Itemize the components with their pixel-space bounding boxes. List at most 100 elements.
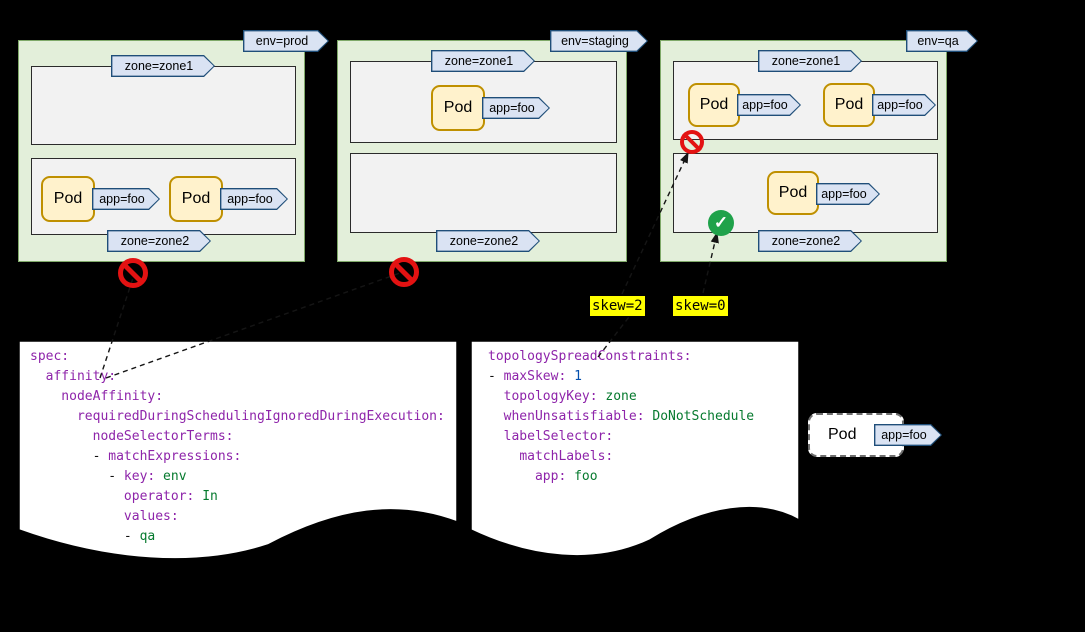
- tag-text: app=foo: [489, 101, 535, 115]
- yaml-token: affinity:: [30, 369, 117, 384]
- tag-text: env=qa: [917, 34, 959, 48]
- yaml-token: -: [30, 529, 140, 544]
- pending-pod-app-tag: app=foo: [874, 424, 942, 446]
- yaml-token: foo: [566, 469, 598, 484]
- document-shape-affinity: [18, 340, 458, 560]
- yaml-token: values:: [123, 509, 179, 524]
- env-qa-tag: env=qa: [906, 30, 978, 52]
- cluster-prod: Pod app=foo Pod app=foo zone=zone1 zone=…: [18, 34, 308, 262]
- yaml-token: whenUnsatisfiable:: [503, 409, 645, 424]
- pod: Pod: [688, 83, 740, 127]
- tag-text: app=foo: [877, 98, 923, 112]
- yaml-token: nodeSelectorTerms:: [30, 429, 234, 444]
- app-foo-tag: app=foo: [737, 94, 801, 116]
- yaml-token: requiredDuringSchedulingIgnoredDuringExe…: [30, 409, 445, 424]
- zone2-tag: zone=zone2: [758, 230, 862, 252]
- cluster-qa: Pod app=foo Pod app=foo Pod app=foo zone…: [660, 34, 959, 262]
- yaml-token: [30, 509, 124, 524]
- yaml-token: [488, 449, 519, 464]
- yaml-token: topologyKey:: [503, 389, 598, 404]
- tag-text: zone=zone2: [120, 234, 190, 248]
- yaml-line: app: foo: [488, 467, 754, 487]
- yaml-token: topologySpreadConstraints:: [488, 349, 692, 364]
- pod: Pod: [169, 176, 223, 222]
- yaml-line: nodeSelectorTerms:: [30, 427, 445, 447]
- app-foo-tag: app=foo: [482, 97, 550, 119]
- yaml-token: [30, 489, 124, 504]
- yaml-token: app:: [534, 469, 567, 484]
- yaml-token: env: [155, 469, 187, 484]
- pod-label: Pod: [834, 96, 864, 113]
- yaml-token: -: [488, 369, 504, 384]
- yaml-token: [488, 469, 535, 484]
- zone2-tag: zone=zone2: [107, 230, 211, 252]
- yaml-line: whenUnsatisfiable: DoNotSchedule: [488, 407, 754, 427]
- pod-label: Pod: [778, 184, 808, 201]
- yaml-affinity-code: spec: affinity: nodeAffinity: requiredDu…: [30, 347, 445, 547]
- yaml-line: - key: env: [30, 467, 445, 487]
- tag-text: app=foo: [821, 187, 867, 201]
- tag-text: app=foo: [881, 428, 927, 442]
- yaml-token: labelSelector:: [503, 429, 614, 444]
- yaml-token: [488, 389, 504, 404]
- yaml-token: -: [30, 469, 124, 484]
- yaml-token: nodeAffinity:: [30, 389, 164, 404]
- allowed-check-icon-qa-zone2: [708, 210, 734, 236]
- tag-text: app=foo: [99, 192, 145, 206]
- pod: Pod: [41, 176, 95, 222]
- yaml-token: operator:: [123, 489, 195, 504]
- yaml-line: values:: [30, 507, 445, 527]
- yaml-line: topologyKey: zone: [488, 387, 754, 407]
- yaml-line: matchLabels:: [488, 447, 754, 467]
- yaml-token: [488, 429, 504, 444]
- yaml-line: affinity:: [30, 367, 445, 387]
- skew-2-label: skew=2: [590, 296, 645, 316]
- yaml-line: labelSelector:: [488, 427, 754, 447]
- yaml-token: matchLabels:: [519, 449, 614, 464]
- prod-zone1-box: [31, 66, 296, 145]
- zone1-tag: zone=zone1: [111, 55, 215, 77]
- tag-text: env=staging: [561, 34, 629, 48]
- yaml-spread-code: topologySpreadConstraints: - maxSkew: 1 …: [488, 347, 754, 487]
- zone2-tag: zone=zone2: [436, 230, 540, 252]
- env-staging-tag: env=staging: [550, 30, 648, 52]
- blocked-icon-staging: [389, 257, 419, 287]
- yaml-line: operator: In: [30, 487, 445, 507]
- cluster-staging: Pod app=foo zone=zone1 zone=zone2 env=st…: [337, 34, 629, 262]
- yaml-line: nodeAffinity:: [30, 387, 445, 407]
- pod-label: Pod: [443, 99, 473, 116]
- tag-text: zone=zone2: [771, 234, 841, 248]
- yaml-token: key:: [123, 469, 156, 484]
- yaml-line: topologySpreadConstraints:: [488, 347, 754, 367]
- skew-0-label: skew=0: [673, 296, 728, 316]
- yaml-line: requiredDuringSchedulingIgnoredDuringExe…: [30, 407, 445, 427]
- tag-text: app=foo: [227, 192, 273, 206]
- blocked-icon-qa-zone1: [680, 130, 704, 154]
- tag-text: zone=zone1: [124, 59, 194, 73]
- yaml-token: 1: [566, 369, 582, 384]
- env-prod-tag: env=prod: [243, 30, 329, 52]
- tag-text: zone=zone1: [444, 54, 514, 68]
- app-foo-tag: app=foo: [816, 183, 880, 205]
- yaml-token: DoNotSchedule: [644, 409, 755, 424]
- pod-label: Pod: [181, 190, 211, 207]
- blocked-icon-prod: [118, 258, 148, 288]
- yaml-line: - matchExpressions:: [30, 447, 445, 467]
- tag-text: env=prod: [255, 34, 309, 48]
- app-foo-tag: app=foo: [92, 188, 160, 210]
- yaml-token: -: [30, 449, 109, 464]
- pod-label: Pod: [828, 426, 857, 443]
- yaml-line: spec:: [30, 347, 445, 367]
- yaml-token: qa: [139, 529, 156, 544]
- document-shape-spread: [470, 340, 800, 557]
- tag-text: app=foo: [742, 98, 788, 112]
- yaml-line: - maxSkew: 1: [488, 367, 754, 387]
- yaml-token: maxSkew:: [503, 369, 567, 384]
- yaml-line: - qa: [30, 527, 445, 547]
- app-foo-tag: app=foo: [872, 94, 936, 116]
- pod: Pod: [767, 171, 819, 215]
- pod-label: Pod: [53, 190, 83, 207]
- yaml-token: spec:: [30, 349, 70, 364]
- tag-text: zone=zone2: [449, 234, 519, 248]
